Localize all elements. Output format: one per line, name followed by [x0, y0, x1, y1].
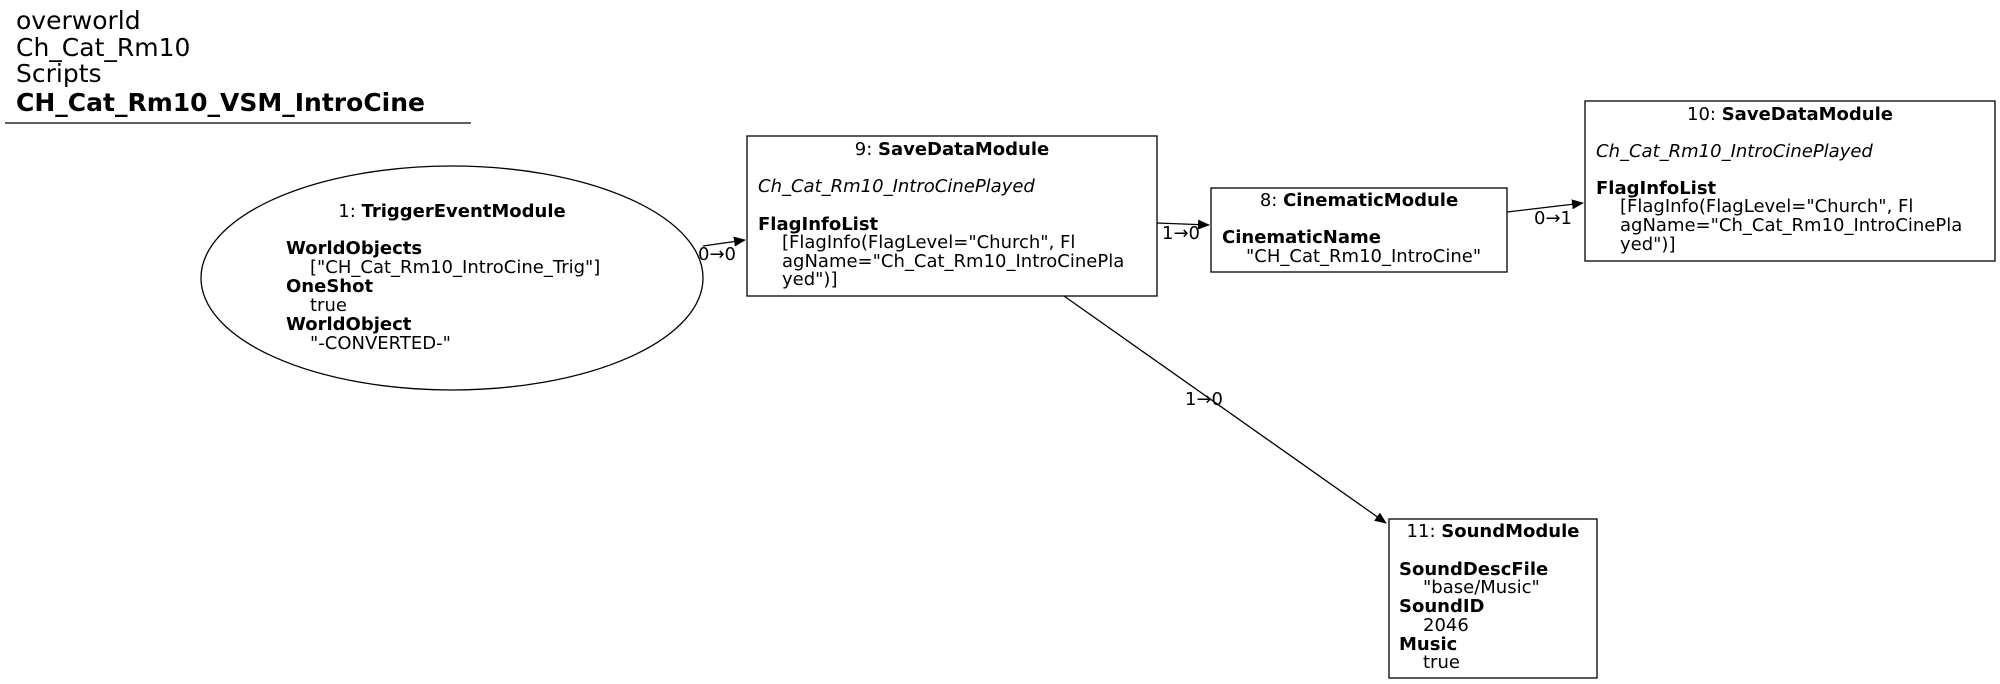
- edge-label-1-to-9: 0→0: [698, 244, 736, 265]
- edge-8-to-10: [1506, 199, 1584, 213]
- prop-key: CinematicName: [1222, 227, 1381, 248]
- prop-key: OneShot: [286, 276, 373, 297]
- node-id: 10:: [1687, 104, 1722, 125]
- prop-value: "base/Music": [1423, 577, 1540, 598]
- edge-1-to-9: [702, 236, 746, 247]
- node-type: SoundModule: [1441, 521, 1579, 542]
- node-shape: [1388, 518, 1598, 679]
- node-type: TriggerEventModule: [362, 201, 566, 222]
- prop-value: 2046: [1423, 615, 1469, 636]
- prop-key: SoundDescFile: [1399, 559, 1548, 580]
- node-id: 9:: [855, 139, 878, 160]
- prop-value: "CH_Cat_Rm10_IntroCine": [1246, 246, 1481, 267]
- header-world: overworld: [16, 6, 141, 35]
- node-shape: [1210, 187, 1508, 273]
- edge-9-to-11: [1063, 295, 1387, 524]
- edge-label-9-to-11: 1→0: [1185, 389, 1223, 410]
- node-sound-module[interactable]: 11: SoundModule SoundDescFile "base/Musi…: [1388, 518, 1598, 679]
- node-type: SaveDataModule: [878, 139, 1049, 160]
- prop-value: [FlagInfo(FlagLevel="Church", Fl: [782, 232, 1075, 253]
- node-cinematic-module[interactable]: 8: CinematicModule CinematicName "CH_Cat…: [1210, 187, 1508, 273]
- node-type: CinematicModule: [1283, 190, 1458, 211]
- header-room: Ch_Cat_Rm10: [16, 33, 190, 62]
- node-subtitle: Ch_Cat_Rm10_IntroCinePlayed: [1596, 141, 1873, 162]
- node-type: SaveDataModule: [1722, 104, 1893, 125]
- prop-key: FlagInfoList: [758, 214, 879, 235]
- graph-title: CH_Cat_Rm10_VSM_IntroCine: [16, 88, 425, 117]
- node-shape: [200, 165, 704, 391]
- prop-value: yed")]: [782, 269, 837, 290]
- prop-key: FlagInfoList: [1596, 178, 1717, 199]
- edge-label-9-to-8: 1→0: [1162, 223, 1200, 244]
- node-heading: 9: SaveDataModule: [855, 139, 1050, 160]
- node-heading: 1: TriggerEventModule: [338, 201, 565, 222]
- node-id: 8:: [1260, 190, 1283, 211]
- prop-value: agName="Ch_Cat_Rm10_IntroCinePla: [782, 251, 1124, 272]
- node-trigger-event-module[interactable]: 1: TriggerEventModule WorldObjects ["CH_…: [200, 165, 704, 391]
- node-shape: [746, 135, 1158, 297]
- graph-header: overworld Ch_Cat_Rm10 Scripts CH_Cat_Rm1…: [5, 6, 471, 124]
- edge-label-8-to-10: 0→1: [1534, 208, 1572, 229]
- prop-value: "-CONVERTED-": [310, 333, 451, 354]
- node-heading: 8: CinematicModule: [1260, 190, 1458, 211]
- prop-key: SoundID: [1399, 596, 1484, 617]
- node-subtitle: Ch_Cat_Rm10_IntroCinePlayed: [758, 176, 1035, 197]
- prop-key: WorldObject: [286, 314, 412, 335]
- node-shape: [1584, 100, 1996, 262]
- header-section: Scripts: [16, 59, 102, 88]
- prop-key: WorldObjects: [286, 238, 422, 259]
- edge-9-to-8: [1156, 219, 1210, 230]
- node-save-data-module-9[interactable]: 9: SaveDataModule Ch_Cat_Rm10_IntroCineP…: [746, 135, 1158, 297]
- node-save-data-module-10[interactable]: 10: SaveDataModule Ch_Cat_Rm10_IntroCine…: [1584, 100, 1996, 262]
- prop-key: Music: [1399, 634, 1457, 655]
- node-heading: 11: SoundModule: [1407, 521, 1580, 542]
- node-id: 11:: [1407, 521, 1442, 542]
- node-heading: 10: SaveDataModule: [1687, 104, 1893, 125]
- edges: 0→0 1→0 0→1 1→0: [698, 199, 1584, 524]
- prop-value: true: [1423, 652, 1460, 673]
- prop-value: agName="Ch_Cat_Rm10_IntroCinePla: [1620, 215, 1962, 236]
- prop-value: ["CH_Cat_Rm10_IntroCine_Trig"]: [310, 257, 600, 278]
- node-id: 1:: [338, 201, 361, 222]
- prop-value: [FlagInfo(FlagLevel="Church", Fl: [1620, 196, 1913, 217]
- prop-value: yed")]: [1620, 234, 1675, 255]
- prop-value: true: [310, 295, 347, 316]
